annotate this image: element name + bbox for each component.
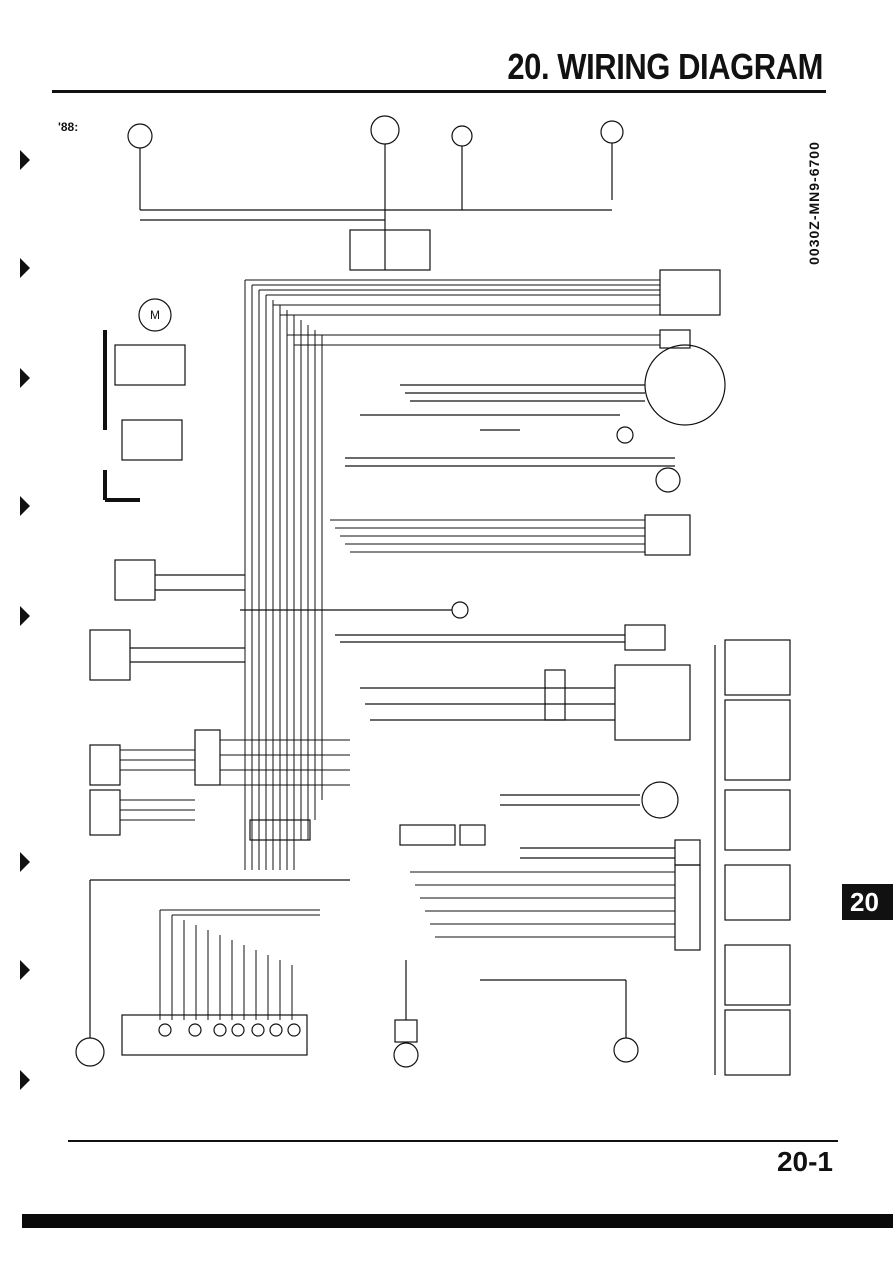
bottom-scan-edge [22,1214,893,1228]
binder-hole-icon [20,368,30,388]
page-title: 20. WIRING DIAGRAM [507,46,823,87]
binder-hole-icon [20,606,30,626]
header-rule [52,90,826,93]
footer-rule [68,1140,838,1142]
svg-text:M: M [150,308,160,322]
binder-hole-icon [20,496,30,516]
binder-hole-icon [20,1070,30,1090]
page-number: 20-1 [776,1146,833,1177]
binder-hole-icon [20,852,30,872]
binder-hole-icon [20,150,30,170]
section-tab: 20 [842,884,893,920]
model-year: '88: [58,120,79,134]
wiring-diagram: M [75,115,791,1076]
binder-hole-icon [20,258,30,278]
binder-hole-icon [20,960,30,980]
